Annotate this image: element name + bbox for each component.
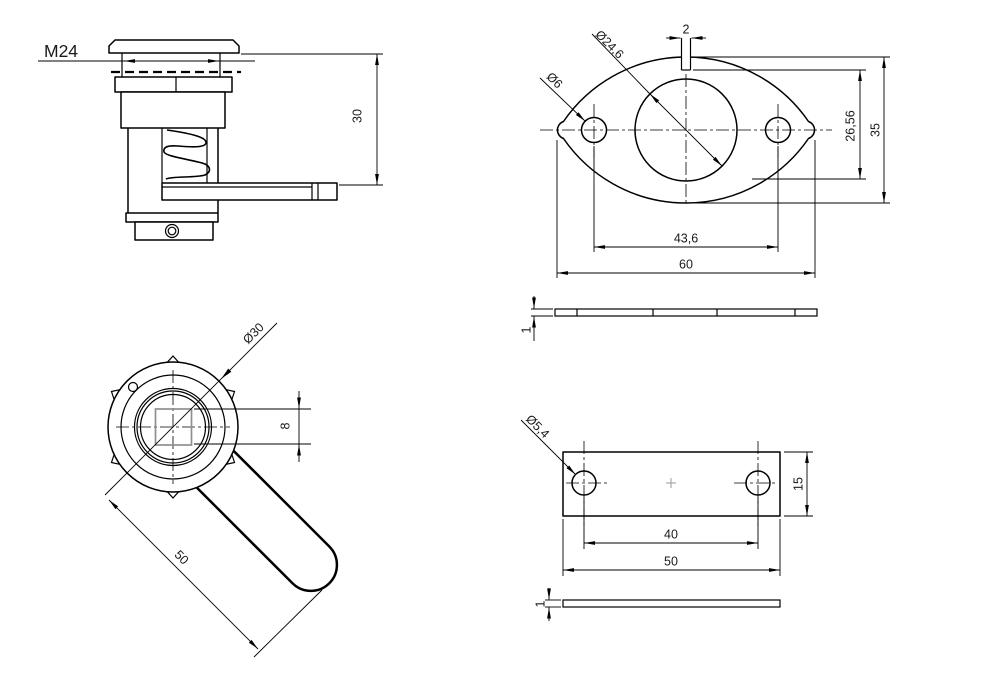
lock-bottom-cap [134,221,214,241]
view-flange-front: 2 Ø24,6 Ø6 26,56 35 [539,22,890,278]
plate-height-label: 15 [791,477,805,491]
dim-flange-width: 60 [556,140,816,278]
view-lock-side: M24 30 [38,39,383,241]
view-plate-edge: 1 [533,588,781,621]
lock-cap [108,39,240,54]
lever-length-label: 50 [172,548,192,568]
dim-hole-spacing: 43,6 [593,146,779,252]
dim-plate-spacing: 40 [583,497,759,549]
spring [163,129,211,180]
mounting-hole-left [580,116,608,144]
hole-spacing-label: 43,6 [674,231,698,245]
flange-edge-strip [554,308,818,317]
plate-thickness-label: 1 [533,600,547,607]
dim-thread-m24: M24 [38,41,255,63]
dim-hole-dia: Ø6 [539,70,586,122]
outer-dia-label: Ø30 [240,320,267,347]
flange-height-label: 35 [868,123,882,137]
dim-flange-thickness: 1 [519,296,553,341]
lock-ring-3 [133,387,213,467]
thread-label: M24 [44,41,78,61]
flange-bore-circle [634,78,738,182]
dim-bore-dia: Ø24,6 [591,28,723,167]
dim-square-8: 8 [194,391,311,462]
cam-lever-side [161,182,338,201]
height-label: 30 [350,109,364,123]
square-broach [154,408,193,446]
hole-dia-label: Ø6 [544,70,566,92]
dim-plate-thickness: 1 [533,588,561,621]
dim-notch-2: 2 [666,22,706,40]
dim-flange-height: 35 [694,56,890,204]
lock-outer-ring [107,361,239,493]
mounting-hole-right [764,116,792,144]
bore-dia-label: Ø24,6 [593,28,627,62]
plate-center-mark [666,478,676,488]
flange-outline [556,56,816,204]
lock-ring-2 [120,374,226,480]
view-plate-front: Ø5,4 15 40 50 [520,412,813,576]
dim-plate-height: 15 [784,451,813,517]
dim-height-30: 30 [241,53,383,186]
plate-outline [562,451,781,517]
square-label: 8 [278,422,292,429]
lock-nut [114,76,233,93]
plate-width-label: 50 [664,554,678,568]
notch-label: 2 [683,22,690,36]
index-pin-hole [127,381,139,393]
ring-nubs [110,355,236,499]
lock-ring-4 [136,390,210,464]
bottom-screw-inner [167,226,177,236]
bottom-screw-outer [164,223,180,239]
dim-lever-50: 50 [108,499,323,658]
view-lock-front: Ø30 8 50 [104,320,339,658]
dim-plate-width: 50 [562,519,781,576]
view-flange-edge: 1 [519,296,818,341]
offset-label: 26,56 [843,110,857,141]
dim-offset-2656: 26,56 [693,69,866,180]
lock-inner-ring [139,393,207,461]
lock-body [120,91,226,129]
flange-thickness-label: 1 [519,326,533,333]
cam-lever-front [195,449,339,593]
plate-edge-strip [562,599,781,608]
lock-lower-flange [125,212,219,223]
flange-width-label: 60 [679,257,693,271]
dim-plate-hole-dia: Ø5,4 [520,412,576,475]
plate-spacing-label: 40 [664,527,678,541]
notch-mask [681,52,691,63]
